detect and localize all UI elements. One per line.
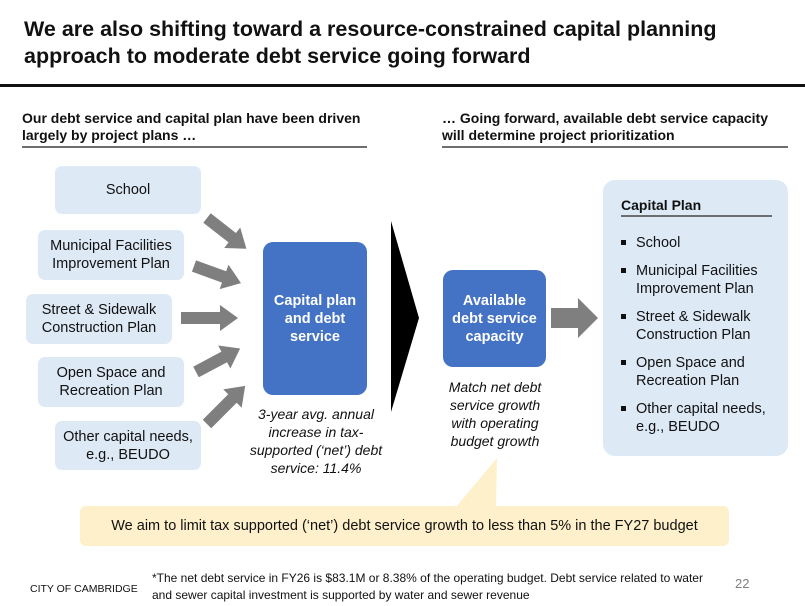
left-heading-rule	[22, 146, 367, 148]
capital-plan-item: Municipal Facilities Improvement Plan	[620, 262, 785, 298]
callout-pointer	[456, 458, 497, 507]
callout-text: We aim to limit tax supported (‘net’) de…	[111, 518, 698, 534]
plan-box-street-sidewalk: Street & Sidewalk Construction Plan	[26, 294, 172, 344]
capital-plan-list: School Municipal Facilities Improvement …	[620, 234, 785, 446]
plan-box-label: School	[105, 182, 151, 198]
capital-plan-title-rule	[621, 215, 772, 217]
plan-box-municipal-facilities: Municipal Facilities Improvement Plan	[38, 230, 184, 280]
page-number: 22	[735, 576, 750, 591]
bullet-icon	[621, 406, 626, 411]
box-label: Capital plan and debt service	[273, 292, 357, 345]
plan-box-label: Street & Sidewalk Construction Plan	[41, 302, 157, 336]
footnote: *The net debt service in FY26 is $83.1M …	[152, 571, 703, 602]
arrow-icon	[202, 385, 246, 429]
footer-organization: CITY OF CAMBRIDGE	[30, 583, 138, 595]
capital-plan-debt-service-box: Capital plan and debt service	[263, 242, 367, 395]
capital-plan-item: Open Space and Recreation Plan	[620, 354, 785, 390]
future-growth-note: Match net debt service growth with opera…	[448, 379, 542, 449]
plan-box-other-capital: Other capital needs, e.g., BEUDO	[55, 421, 201, 470]
goal-callout: We aim to limit tax supported (‘net’) de…	[80, 506, 729, 546]
title-divider	[0, 84, 805, 87]
capital-plan-item: Street & Sidewalk Construction Plan	[620, 308, 785, 344]
plan-box-label: Municipal Facilities Improvement Plan	[50, 238, 172, 272]
plan-box-school: School	[55, 166, 201, 214]
capital-plan-title: Capital Plan	[621, 197, 702, 213]
arrow-right-icon	[551, 298, 598, 338]
arrow-icon	[203, 213, 247, 249]
plan-box-label: Other capital needs, e.g., BEUDO	[63, 428, 193, 463]
chevron-right-icon	[391, 221, 419, 412]
plan-box-label: Open Space and Recreation Plan	[56, 365, 166, 399]
right-heading-rule	[442, 146, 788, 148]
arrow-icon	[191, 260, 241, 290]
bullet-icon	[621, 268, 626, 273]
arrow-icon	[181, 305, 238, 331]
available-capacity-box: Available debt service capacity	[443, 270, 546, 367]
slide-title: We are also shifting toward a resource-c…	[24, 17, 717, 68]
bullet-icon	[621, 360, 626, 365]
plan-box-open-space: Open Space and Recreation Plan	[38, 357, 184, 407]
right-heading: … Going forward, available debt service …	[442, 110, 769, 143]
current-growth-note: 3-year avg. annual increase in tax-suppo…	[249, 406, 383, 476]
arrow-icon	[193, 345, 241, 378]
capital-plan-panel	[603, 180, 788, 456]
bullet-icon	[621, 240, 626, 245]
capital-plan-item: Other capital needs, e.g., BEUDO	[620, 400, 785, 436]
left-heading: Our debt service and capital plan have b…	[22, 110, 361, 143]
box-label: Available debt service capacity	[452, 292, 537, 345]
capital-plan-item: School	[620, 234, 785, 252]
bullet-icon	[621, 314, 626, 319]
